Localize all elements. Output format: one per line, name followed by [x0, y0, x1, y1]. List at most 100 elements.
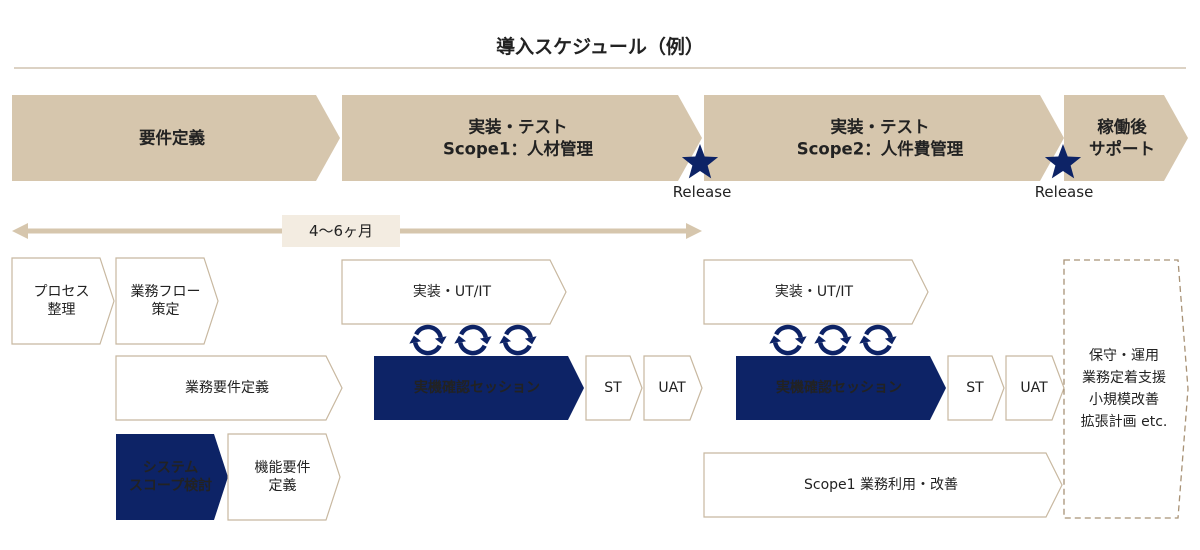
- task-uat-1-line-1: UAT: [658, 380, 686, 396]
- task-uat-2-line-1: UAT: [1020, 380, 1048, 396]
- phase-1-line-1: 要件定義: [139, 128, 206, 148]
- release-label-1: Release: [673, 183, 732, 201]
- task-uat-1-text: UAT: [658, 380, 686, 396]
- task-impl-2-shape: [703, 259, 929, 325]
- phase-1: 要件定義: [12, 95, 340, 181]
- duration-label: 4〜6ヶ月: [309, 222, 373, 240]
- duration-arrow: 4〜6ヶ月: [12, 215, 702, 247]
- task-flow-line-2: 策定: [152, 301, 180, 318]
- task-st-2-text: ST: [966, 380, 984, 396]
- task-system-scope-line-2: スコープ検討: [129, 477, 212, 494]
- task-support-line-4: 拡張計画 etc.: [1081, 414, 1168, 430]
- task-impl-1-line-1: 実装・UT/IT: [413, 284, 492, 300]
- task-uat-2-text: UAT: [1020, 380, 1048, 396]
- release-star-2: [1044, 144, 1082, 179]
- duration-label-bg: [282, 215, 400, 247]
- task-st-2-line-1: ST: [966, 380, 984, 396]
- task-business-req-shape: [115, 355, 343, 421]
- phase-2-line-2: Scope1：人材管理: [443, 139, 593, 159]
- task-scope1-use-text: Scope1 業務利用・改善: [804, 477, 958, 493]
- task-st-1-line-1: ST: [604, 380, 622, 396]
- phase-3-line-2: Scope2：人件費管理: [797, 139, 964, 159]
- arrow-head-right: [686, 223, 702, 239]
- task-uat-1-shape: [643, 355, 703, 421]
- task-process-line-2: 整理: [48, 302, 76, 318]
- task-flow-shape: [115, 257, 219, 345]
- task-process-line-1: プロセス: [34, 284, 90, 300]
- phase-1-text: 要件定義: [139, 128, 206, 148]
- phase-1-shape: [12, 95, 340, 181]
- release-star-1: [681, 144, 719, 179]
- task-scope1-use-shape: [703, 452, 1063, 518]
- phase-3-shape: [704, 95, 1064, 181]
- task-process-shape: [11, 257, 115, 345]
- task-business-req-line-1: 業務要件定義: [185, 379, 269, 396]
- task-func-req-shape: [227, 433, 341, 521]
- task-st-1: ST: [585, 355, 643, 421]
- arrow-head-left: [12, 223, 28, 239]
- cycle-arrows-icon-2-2: [814, 324, 852, 356]
- cycle-arrows-icon-1-1: [409, 324, 447, 356]
- task-uat-2-shape: [1005, 355, 1065, 421]
- cycle-arrows-icon-2-3: [859, 324, 897, 356]
- diagram-title: 導入スケジュール（例）: [496, 36, 704, 58]
- task-session-2: 実機確認セッション: [736, 356, 946, 420]
- task-scope1-use-line-1: Scope1 業務利用・改善: [804, 477, 958, 493]
- task-scope1-use: Scope1 業務利用・改善: [703, 452, 1063, 518]
- phase-4-line-1: 稼働後: [1097, 117, 1147, 137]
- task-st-1-shape: [585, 355, 643, 421]
- task-support-line-3: 小規模改善: [1089, 392, 1159, 408]
- task-system-scope-line-1: システム: [143, 460, 199, 476]
- task-impl-1: 実装・UT/IT: [341, 259, 567, 325]
- task-uat-1: UAT: [643, 355, 703, 421]
- task-session-1-line-1: 実機確認セッション: [414, 379, 540, 396]
- task-impl-1-shape: [341, 259, 567, 325]
- task-system-scope-shape: [116, 434, 228, 520]
- task-st-1-text: ST: [604, 380, 622, 396]
- task-session-1: 実機確認セッション: [374, 356, 584, 420]
- task-session-2-text: 実機確認セッション: [776, 379, 902, 396]
- cycle-arrows-icon-2-1: [769, 324, 807, 356]
- task-uat-2: UAT: [1005, 355, 1065, 421]
- task-st-2-shape: [947, 355, 1005, 421]
- task-session-2-shape: [736, 356, 946, 420]
- task-business-req: 業務要件定義: [115, 355, 343, 421]
- task-session-1-text: 実機確認セッション: [414, 379, 540, 396]
- task-impl-2-text: 実装・UT/IT: [775, 284, 854, 300]
- task-flow-line-1: 業務フロー: [131, 284, 201, 300]
- task-func-req-line-1: 機能要件: [255, 460, 311, 476]
- task-impl-2: 実装・UT/IT: [703, 259, 929, 325]
- task-support-line-1: 保守・運用: [1089, 348, 1159, 364]
- task-func-req-line-2: 定義: [269, 477, 297, 494]
- task-support-shape: [1063, 259, 1189, 519]
- phase-4-line-2: サポート: [1089, 139, 1155, 159]
- task-st-2: ST: [947, 355, 1005, 421]
- phase-4-shape: [1064, 95, 1188, 181]
- phase-2-line-1: 実装・テスト: [469, 117, 568, 137]
- task-session-1-shape: [374, 356, 584, 420]
- phase-3-line-1: 実装・テスト: [831, 117, 930, 137]
- task-support-line-2: 業務定着支援: [1082, 370, 1166, 386]
- task-impl-1-text: 実装・UT/IT: [413, 284, 492, 300]
- phase-2-shape: [342, 95, 702, 181]
- release-label-2: Release: [1035, 183, 1094, 201]
- task-session-2-line-1: 実機確認セッション: [776, 379, 902, 396]
- cycle-arrows-icon-1-2: [454, 324, 492, 356]
- cycle-arrows-icon-1-3: [499, 324, 537, 356]
